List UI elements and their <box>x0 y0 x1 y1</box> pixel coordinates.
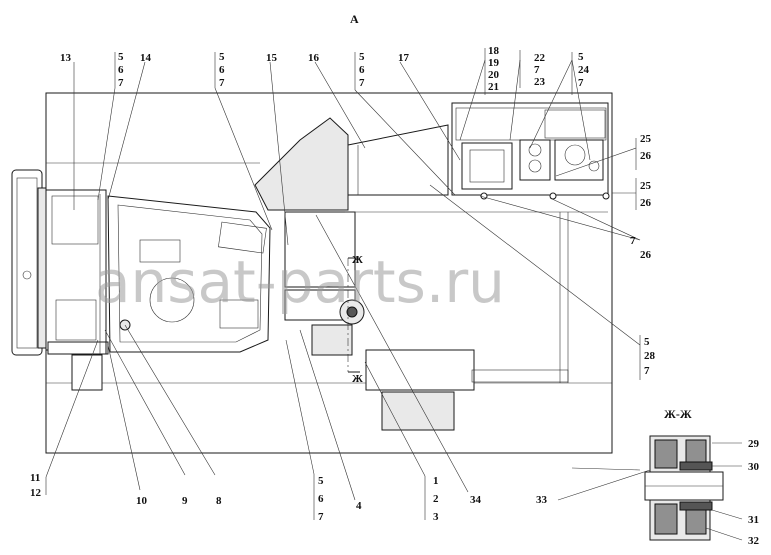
cab-block <box>11 169 109 391</box>
callout-10: 10 <box>136 495 148 507</box>
callout-18: 18 <box>488 45 500 57</box>
callout-7: 7 <box>630 235 636 247</box>
central-panel <box>107 195 271 353</box>
leader-lines <box>45 48 641 520</box>
callout-7: 7 <box>219 77 225 89</box>
callouts: 13 5 6 7 14 5 6 7 15 16 5 6 7 17 18 19 2… <box>30 45 760 547</box>
callout-7: 7 <box>318 511 324 523</box>
callout-5: 5 <box>644 336 650 348</box>
callout-25: 25 <box>640 133 652 145</box>
callout-32: 32 <box>748 535 760 547</box>
callout-12: 12 <box>30 487 42 499</box>
right-compartment <box>451 102 610 200</box>
section-mark-top: Ж <box>352 254 363 266</box>
view-title: A <box>350 12 359 26</box>
floor-area <box>284 211 608 431</box>
callout-31: 31 <box>748 514 759 526</box>
duct <box>254 117 449 211</box>
callout-9: 9 <box>182 495 188 507</box>
callout-30: 30 <box>748 461 760 473</box>
callout-28: 28 <box>644 350 656 362</box>
callout-5: 5 <box>359 51 365 63</box>
callout-13: 13 <box>60 52 72 64</box>
section-mark-bottom: Ж <box>352 373 363 385</box>
callout-11: 11 <box>30 472 40 484</box>
section-title: Ж-Ж <box>664 407 692 421</box>
callout-29: 29 <box>748 438 760 450</box>
callout-6: 6 <box>118 64 124 76</box>
callout-19: 19 <box>488 57 500 69</box>
callout-24: 24 <box>578 64 590 76</box>
callout-1: 1 <box>433 475 439 487</box>
callout-7: 7 <box>578 77 584 89</box>
callout-2: 2 <box>433 493 439 505</box>
callout-23: 23 <box>534 76 546 88</box>
callout-17: 17 <box>398 52 410 64</box>
callout-7: 7 <box>644 365 650 377</box>
callout-3: 3 <box>433 511 439 523</box>
callout-34: 34 <box>470 494 482 506</box>
callout-5: 5 <box>118 51 124 63</box>
callout-8: 8 <box>216 495 222 507</box>
callout-4: 4 <box>356 500 362 512</box>
callout-5: 5 <box>318 475 324 487</box>
callout-20: 20 <box>488 69 500 81</box>
callout-5: 5 <box>219 51 225 63</box>
callout-26: 26 <box>640 197 652 209</box>
callout-16: 16 <box>308 52 320 64</box>
callout-7: 7 <box>118 77 124 89</box>
callout-7: 7 <box>359 77 365 89</box>
callout-15: 15 <box>266 52 278 64</box>
callout-6: 6 <box>318 493 324 505</box>
callout-25: 25 <box>640 180 652 192</box>
callout-33: 33 <box>536 494 548 506</box>
callout-6: 6 <box>359 64 365 76</box>
callout-26: 26 <box>640 150 652 162</box>
section-detail <box>557 435 743 541</box>
callout-26: 26 <box>640 249 652 261</box>
callout-22: 22 <box>534 52 546 64</box>
callout-5: 5 <box>578 51 584 63</box>
watermark: ansat-parts.ru <box>95 248 505 316</box>
callout-14: 14 <box>140 52 152 64</box>
callout-21: 21 <box>488 81 499 93</box>
callout-6: 6 <box>219 64 225 76</box>
callout-7: 7 <box>534 64 540 76</box>
